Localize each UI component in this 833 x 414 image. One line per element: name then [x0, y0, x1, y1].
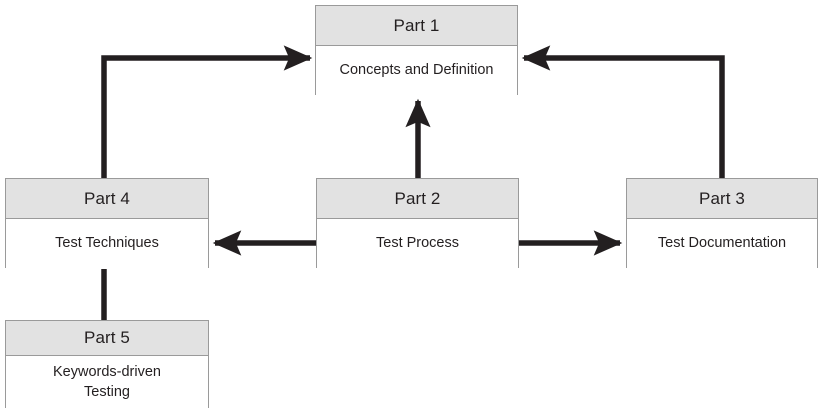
- edge-part4-to-part1: [101, 45, 313, 178]
- node-part-1-header: Part 1: [316, 6, 517, 46]
- node-part-1[interactable]: Part 1 Concepts and Definition: [315, 5, 518, 96]
- node-part-2[interactable]: Part 2 Test Process: [316, 178, 519, 269]
- node-part-3-body: Test Documentation: [627, 219, 817, 269]
- edge-part3-to-part1: [521, 45, 725, 178]
- node-part-1-body: Concepts and Definition: [316, 46, 517, 96]
- node-part-5[interactable]: Part 5 Keywords-driven Testing: [5, 320, 209, 409]
- node-part-2-body: Test Process: [317, 219, 518, 269]
- node-part-5-header: Part 5: [6, 321, 208, 356]
- node-part-2-header: Part 2: [317, 179, 518, 219]
- node-part-3-header: Part 3: [627, 179, 817, 219]
- node-part-5-body: Keywords-driven Testing: [6, 356, 208, 409]
- node-part-4-body: Test Techniques: [6, 219, 208, 269]
- node-part-4[interactable]: Part 4 Test Techniques: [5, 178, 209, 269]
- node-part-4-header: Part 4: [6, 179, 208, 219]
- node-part-3[interactable]: Part 3 Test Documentation: [626, 178, 818, 269]
